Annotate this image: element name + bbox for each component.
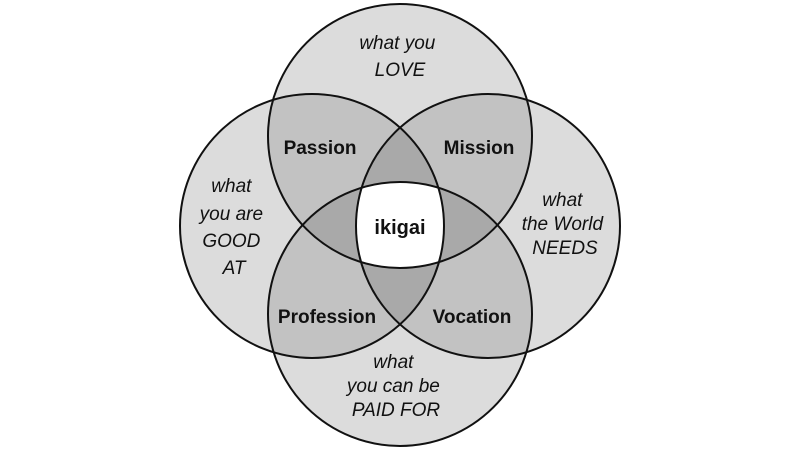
outline-good-at [179,93,445,359]
label-mission: Mission [444,138,515,159]
caption-paid-for-line-2: you can be [345,376,440,397]
caption-world-needs: what the World NEEDS [522,190,609,259]
label-profession: Profession [278,307,376,328]
label-vocation: Vocation [433,307,512,328]
caption-good-at-line-1: what [211,176,252,197]
caption-good-at-line-2: you are [198,204,263,225]
caption-love-line-2: LOVE [375,60,426,81]
overlap-top-left-right [356,94,444,268]
caption-world-needs-line-2: the World [522,214,605,235]
caption-love-line-1: what you [359,33,435,54]
outline-love [267,3,533,269]
outline-world-needs [355,93,621,359]
caption-good-at-line-4: AT [222,258,247,279]
caption-good-at-line-3: GOOD [202,231,260,252]
caption-paid-for-line-1: what [373,352,414,373]
overlap-top-left-bottom [268,182,444,268]
overlap-left-right-bottom [356,182,444,358]
label-passion: Passion [284,138,357,159]
outline-paid-for [267,181,533,447]
caption-love: what you LOVE [359,33,440,81]
label-ikigai: ikigai [374,217,425,239]
caption-world-needs-line-1: what [542,190,583,211]
caption-world-needs-line-3: NEEDS [532,238,598,259]
caption-paid-for: what you can be PAID FOR [345,352,445,421]
overlap-top-right-bottom [356,182,532,268]
caption-good-at: what you are GOOD AT [198,176,269,279]
caption-paid-for-line-3: PAID FOR [352,400,441,421]
